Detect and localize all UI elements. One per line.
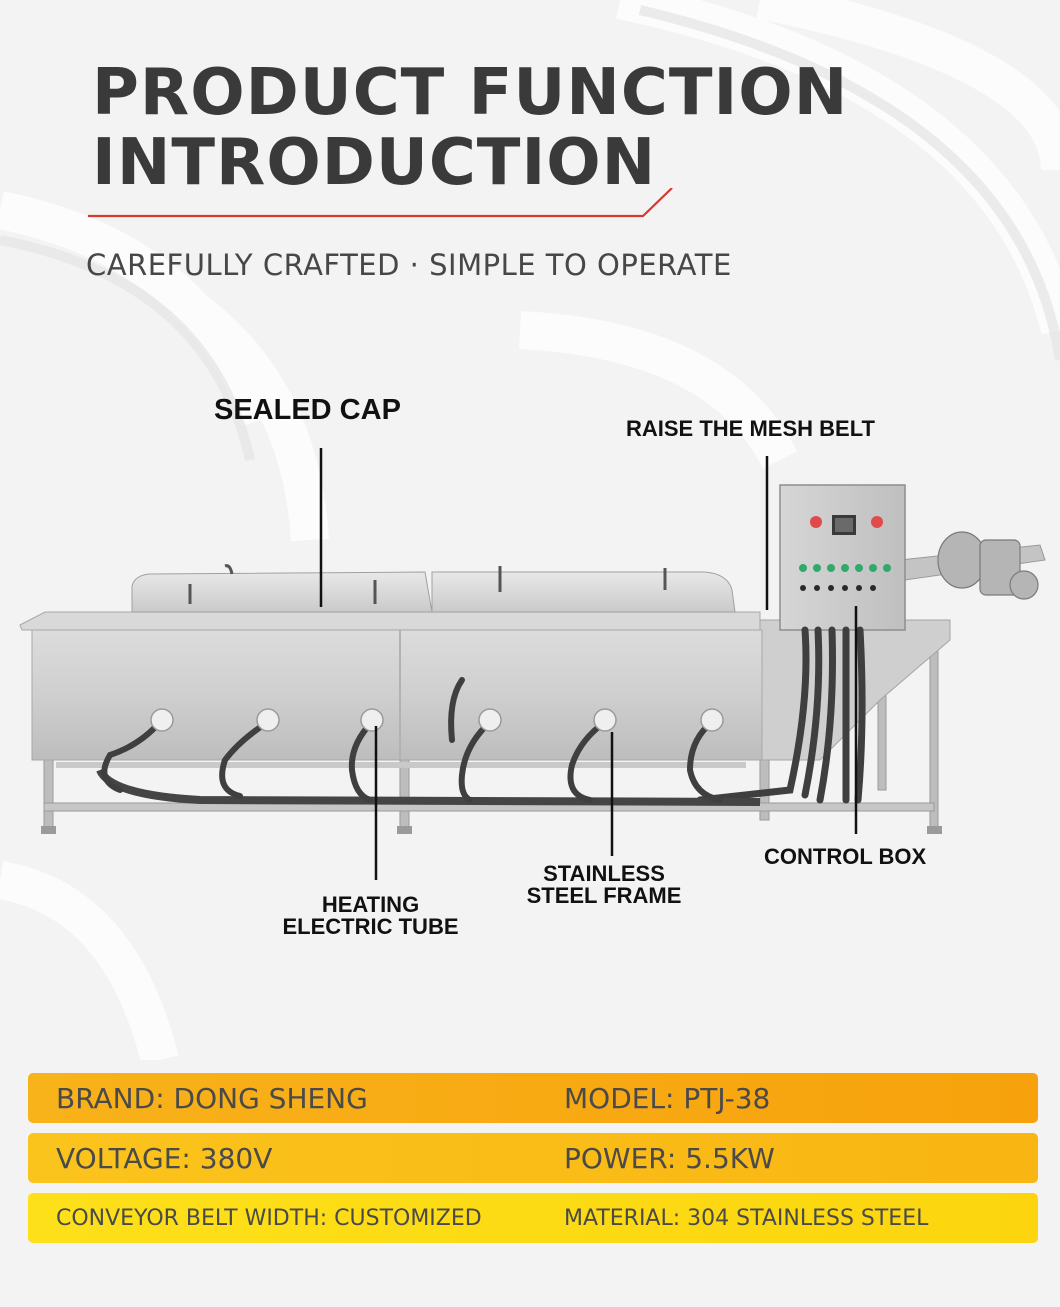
spec-row: CONVEYOR BELT WIDTH: CUSTOMIZED MATERIAL…	[28, 1193, 1038, 1243]
callout-control-box-label: CONTROL BOX	[764, 844, 927, 869]
callout-mesh-belt-label: RAISE THE MESH BELT	[626, 416, 875, 441]
callout-frame-line-2: STEEL FRAME	[526, 883, 682, 908]
machine-illustration	[19, 448, 1046, 880]
page-subtitle: CAREFULLY CRAFTED · SIMPLE TO OPERATE	[86, 248, 732, 282]
callout-sealed-cap: SEALED CAP	[214, 394, 401, 426]
callout-heating-line-1: HEATING	[321, 892, 420, 917]
callout-control-box: CONTROL BOX	[764, 846, 926, 868]
spec-material: MATERIAL: 304 STAINLESS STEEL	[564, 1205, 929, 1231]
callout-frame-line-1: STAINLESS	[543, 861, 665, 886]
page-title: PRODUCT FUNCTION INTRODUCTION	[92, 58, 848, 198]
spec-model: MODEL: PTJ-38	[564, 1081, 771, 1115]
background-pattern	[0, 5, 1060, 462]
spec-belt-width: CONVEYOR BELT WIDTH: CUSTOMIZED	[56, 1205, 482, 1231]
callout-heating-line-2: ELECTRIC TUBE	[282, 914, 459, 939]
spec-power: POWER: 5.5KW	[564, 1141, 775, 1175]
title-line-2: INTRODUCTION	[92, 126, 657, 200]
callout-steel-frame: STAINLESS STEEL FRAME	[513, 863, 695, 907]
spec-brand: BRAND: DONG SHENG	[56, 1081, 368, 1115]
title-underline	[88, 188, 673, 218]
spec-row: VOLTAGE: 380V POWER: 5.5KW	[28, 1133, 1038, 1183]
title-line-1: PRODUCT FUNCTION	[92, 56, 849, 130]
spec-row: BRAND: DONG SHENG MODEL: PTJ-38	[28, 1073, 1038, 1123]
spec-voltage: VOLTAGE: 380V	[56, 1141, 273, 1175]
callout-mesh-belt: RAISE THE MESH BELT	[626, 418, 875, 440]
spec-table: BRAND: DONG SHENG MODEL: PTJ-38 VOLTAGE:…	[28, 1073, 1038, 1253]
callout-sealed-cap-label: SEALED CAP	[214, 394, 401, 426]
callout-heating-tube: HEATING ELECTRIC TUBE	[268, 894, 473, 938]
